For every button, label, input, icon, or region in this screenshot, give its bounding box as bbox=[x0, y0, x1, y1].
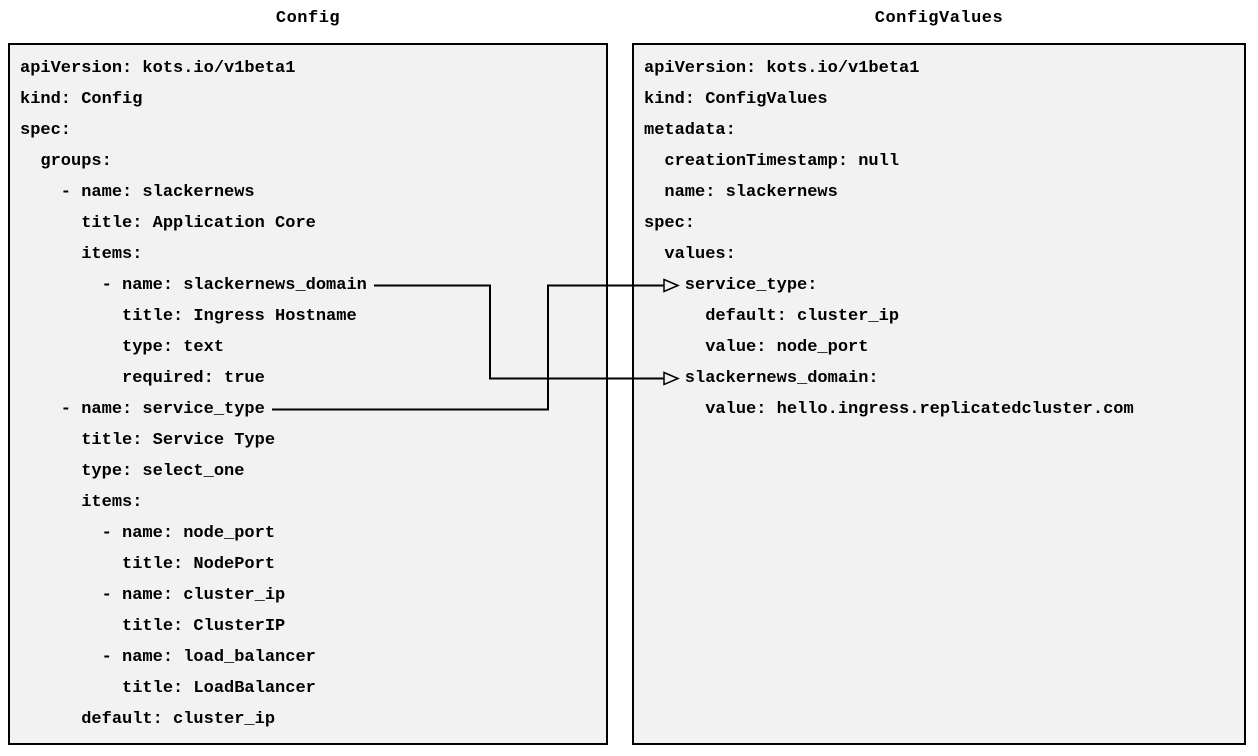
config-yaml-panel: apiVersion: kots.io/v1beta1 kind: Config… bbox=[8, 43, 608, 745]
yaml-line-slackernews-domain-target: slackernews_domain: bbox=[644, 369, 879, 388]
config-panel-title: Config bbox=[275, 9, 341, 28]
yaml-line: title: ClusterIP bbox=[20, 617, 286, 636]
yaml-line: - name: load_balancer bbox=[20, 648, 316, 667]
yaml-line-service-type-source: - name: service_type bbox=[20, 400, 265, 419]
yaml-line: items: bbox=[20, 245, 143, 264]
yaml-line-slackernews-domain-source: - name: slackernews_domain bbox=[20, 276, 367, 295]
yaml-line-service-type-target: service_type: bbox=[644, 276, 818, 295]
yaml-line: name: slackernews bbox=[644, 183, 838, 202]
yaml-line: creationTimestamp: null bbox=[644, 152, 900, 171]
yaml-line: items: bbox=[20, 493, 143, 512]
yaml-line: default: cluster_ip bbox=[644, 307, 900, 326]
configvalues-panel-title: ConfigValues bbox=[874, 9, 1004, 28]
yaml-line: spec: bbox=[20, 121, 72, 140]
yaml-line: required: true bbox=[20, 369, 265, 388]
yaml-line: value: hello.ingress.replicatedcluster.c… bbox=[644, 400, 1134, 419]
yaml-line: default: cluster_ip bbox=[20, 710, 276, 729]
yaml-line: metadata: bbox=[644, 121, 736, 140]
yaml-line: apiVersion: kots.io/v1beta1 bbox=[644, 59, 920, 78]
yaml-line: spec: bbox=[644, 214, 696, 233]
yaml-line: apiVersion: kots.io/v1beta1 bbox=[20, 59, 296, 78]
yaml-line: title: NodePort bbox=[20, 555, 276, 574]
yaml-line: value: node_port bbox=[644, 338, 869, 357]
yaml-line: title: Service Type bbox=[20, 431, 276, 450]
yaml-line: - name: cluster_ip bbox=[20, 586, 286, 605]
yaml-line: values: bbox=[644, 245, 736, 264]
yaml-line: groups: bbox=[20, 152, 112, 171]
yaml-line: type: select_one bbox=[20, 462, 245, 481]
yaml-line: title: LoadBalancer bbox=[20, 679, 316, 698]
yaml-line: kind: Config bbox=[20, 90, 143, 109]
yaml-line: - name: node_port bbox=[20, 524, 276, 543]
yaml-line: - name: slackernews bbox=[20, 183, 255, 202]
configvalues-yaml-panel: apiVersion: kots.io/v1beta1 kind: Config… bbox=[632, 43, 1246, 745]
yaml-line: title: Ingress Hostname bbox=[20, 307, 357, 326]
yaml-line: kind: ConfigValues bbox=[644, 90, 828, 109]
yaml-line: type: text bbox=[20, 338, 225, 357]
yaml-line: title: Application Core bbox=[20, 214, 316, 233]
